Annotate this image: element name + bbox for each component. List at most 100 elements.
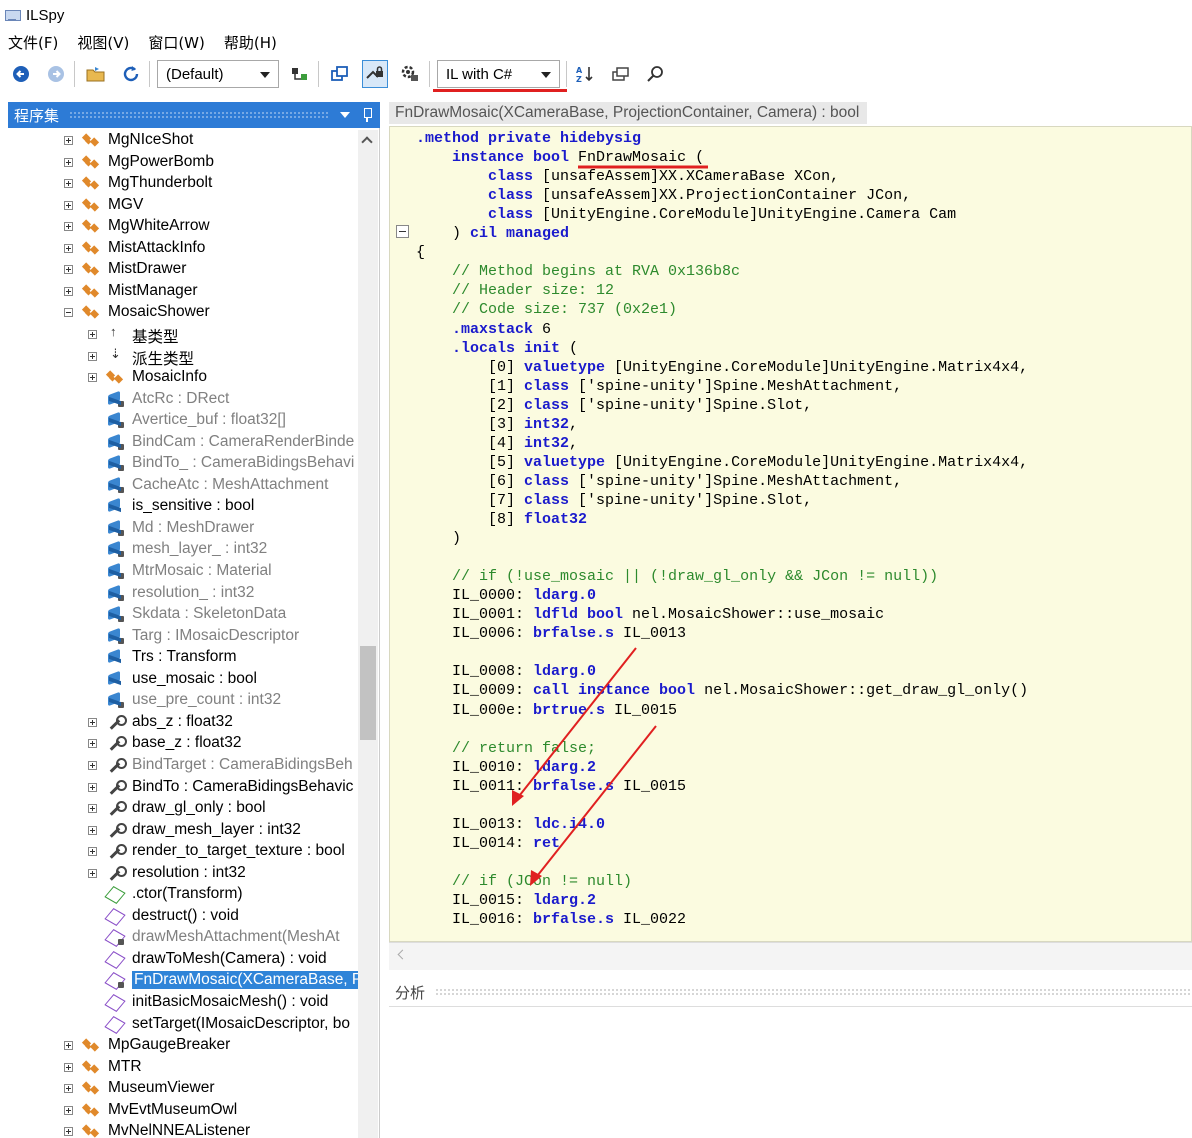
tree-scrollbar[interactable] — [358, 130, 378, 1138]
code-editor[interactable]: .method private hidebysig instance bool … — [389, 126, 1192, 942]
scroll-left-icon[interactable] — [397, 949, 408, 960]
tree-item[interactable]: MgNIceShot — [8, 130, 358, 152]
expand-icon[interactable] — [88, 868, 97, 878]
back-button[interactable] — [8, 60, 34, 88]
tree-item[interactable]: AtcRc : DRect — [8, 389, 358, 411]
tree-item[interactable]: .ctor(Transform) — [8, 884, 358, 906]
show-internal-toggle[interactable] — [362, 60, 388, 88]
tree-item[interactable]: 派生类型 — [8, 346, 358, 368]
tree-item[interactable]: MistAttackInfo — [8, 238, 358, 260]
tree-item[interactable]: use_pre_count : int32 — [8, 690, 358, 712]
tree-item[interactable]: destruct() : void — [8, 906, 358, 928]
expand-icon[interactable] — [88, 373, 97, 383]
expand-icon[interactable] — [64, 1105, 73, 1115]
expand-icon[interactable] — [64, 243, 73, 253]
expand-icon[interactable] — [64, 286, 73, 296]
expand-icon[interactable] — [64, 1084, 73, 1094]
tree-item[interactable]: MosaicShower — [8, 302, 358, 324]
expand-icon[interactable] — [64, 1127, 73, 1137]
tree-item[interactable]: MgWhiteArrow — [8, 216, 358, 238]
show-derived-button[interactable] — [287, 60, 313, 88]
tree-item[interactable]: MosaicInfo — [8, 367, 358, 389]
tree-item[interactable]: abs_z : float32 — [8, 712, 358, 734]
tree-item[interactable]: Avertice_buf : float32[] — [8, 410, 358, 432]
menu-window[interactable]: 窗口(W) — [148, 33, 205, 52]
expand-icon[interactable] — [88, 804, 97, 814]
expand-icon[interactable] — [88, 717, 97, 727]
tree-item[interactable]: render_to_target_texture : bool — [8, 841, 358, 863]
menu-file[interactable]: 文件(F) — [8, 33, 59, 52]
tree-item[interactable]: MuseumViewer — [8, 1078, 358, 1100]
tree-item[interactable]: use_mosaic : bool — [8, 669, 358, 691]
forward-button[interactable] — [43, 60, 69, 88]
tree-item[interactable]: Trs : Transform — [8, 647, 358, 669]
expand-icon[interactable] — [88, 760, 97, 770]
expand-icon[interactable] — [64, 265, 73, 275]
expand-icon[interactable] — [64, 1062, 73, 1072]
tree-item[interactable]: MGV — [8, 195, 358, 217]
chevron-down-icon[interactable] — [340, 112, 350, 118]
tree-item[interactable]: FnDrawMosaic(XCameraBase, P — [8, 970, 358, 992]
expand-icon[interactable] — [88, 782, 97, 792]
theme-button[interactable] — [608, 60, 634, 88]
tree-item[interactable]: BindTarget : CameraBidingsBeh — [8, 755, 358, 777]
analysis-panel[interactable] — [389, 1006, 1192, 1138]
show-compiler-generated-button[interactable] — [397, 60, 423, 88]
tree-item[interactable]: resolution_ : int32 — [8, 583, 358, 605]
expand-icon[interactable] — [88, 329, 97, 339]
menu-help[interactable]: 帮助(H) — [223, 33, 277, 52]
scrollbar-thumb[interactable] — [360, 646, 376, 740]
tree-item[interactable]: CacheAtc : MeshAttachment — [8, 475, 358, 497]
tree-item[interactable]: is_sensitive : bool — [8, 496, 358, 518]
tree-item[interactable]: mesh_layer_ : int32 — [8, 539, 358, 561]
expand-icon[interactable] — [88, 825, 97, 835]
tree-item[interactable]: 基类型 — [8, 324, 358, 346]
tree-item[interactable]: base_z : float32 — [8, 733, 358, 755]
tree-item[interactable]: MvEvtMuseumOwl — [8, 1100, 358, 1122]
expand-icon[interactable] — [64, 222, 73, 232]
expand-icon[interactable] — [64, 179, 73, 189]
tree-item[interactable]: Md : MeshDrawer — [8, 518, 358, 540]
tree-item[interactable]: drawToMesh(Camera) : void — [8, 949, 358, 971]
expand-icon[interactable] — [64, 1041, 73, 1051]
open-button[interactable] — [83, 60, 109, 88]
tree-item[interactable]: MvNelNNEAListener — [8, 1121, 358, 1138]
expand-icon[interactable] — [64, 157, 73, 167]
expand-icon[interactable] — [88, 739, 97, 749]
tree-item[interactable]: draw_gl_only : bool — [8, 798, 358, 820]
tree-item[interactable]: MistManager — [8, 281, 358, 303]
reload-button[interactable] — [118, 60, 144, 88]
expand-icon[interactable] — [64, 136, 73, 145]
tree-item[interactable]: initBasicMosaicMesh() : void — [8, 992, 358, 1014]
tree-item[interactable]: BindTo : CameraBidingsBehavic — [8, 777, 358, 799]
scroll-up-icon[interactable] — [361, 136, 373, 148]
expand-icon[interactable] — [88, 351, 97, 361]
tree-item[interactable]: drawMeshAttachment(MeshAt — [8, 927, 358, 949]
tree-item[interactable]: MistDrawer — [8, 259, 358, 281]
tree-item[interactable]: MgPowerBomb — [8, 152, 358, 174]
tree-item[interactable]: BindTo_ : CameraBidingsBehavi — [8, 453, 358, 475]
decompiler-tab[interactable]: FnDrawMosaic(XCameraBase, ProjectionCont… — [389, 102, 867, 124]
tree-item[interactable]: MgThunderbolt — [8, 173, 358, 195]
pin-icon[interactable] — [362, 108, 372, 122]
collapse-all-button[interactable] — [327, 60, 353, 88]
tree-item[interactable]: resolution : int32 — [8, 863, 358, 885]
menu-view[interactable]: 视图(V) — [77, 33, 130, 52]
tree-item[interactable]: Targ : IMosaicDescriptor — [8, 626, 358, 648]
tree-item[interactable]: MpGaugeBreaker — [8, 1035, 358, 1057]
tree-item[interactable]: setTarget(IMosaicDescriptor, bo — [8, 1014, 358, 1036]
api-visibility-combo[interactable]: (Default) — [157, 60, 279, 88]
tree-item[interactable]: MTR — [8, 1057, 358, 1079]
language-combo[interactable]: IL with C# — [437, 60, 560, 88]
expand-icon[interactable] — [64, 200, 73, 210]
tree-item[interactable]: draw_mesh_layer : int32 — [8, 820, 358, 842]
expand-icon[interactable] — [88, 847, 97, 857]
code-horizontal-scrollbar[interactable] — [389, 942, 1192, 970]
tree-item[interactable]: BindCam : CameraRenderBinde — [8, 432, 358, 454]
tree-item[interactable]: MtrMosaic : Material — [8, 561, 358, 583]
tree-item[interactable]: Skdata : SkeletonData — [8, 604, 358, 626]
search-button[interactable] — [643, 60, 669, 88]
fold-toggle[interactable] — [396, 225, 409, 238]
